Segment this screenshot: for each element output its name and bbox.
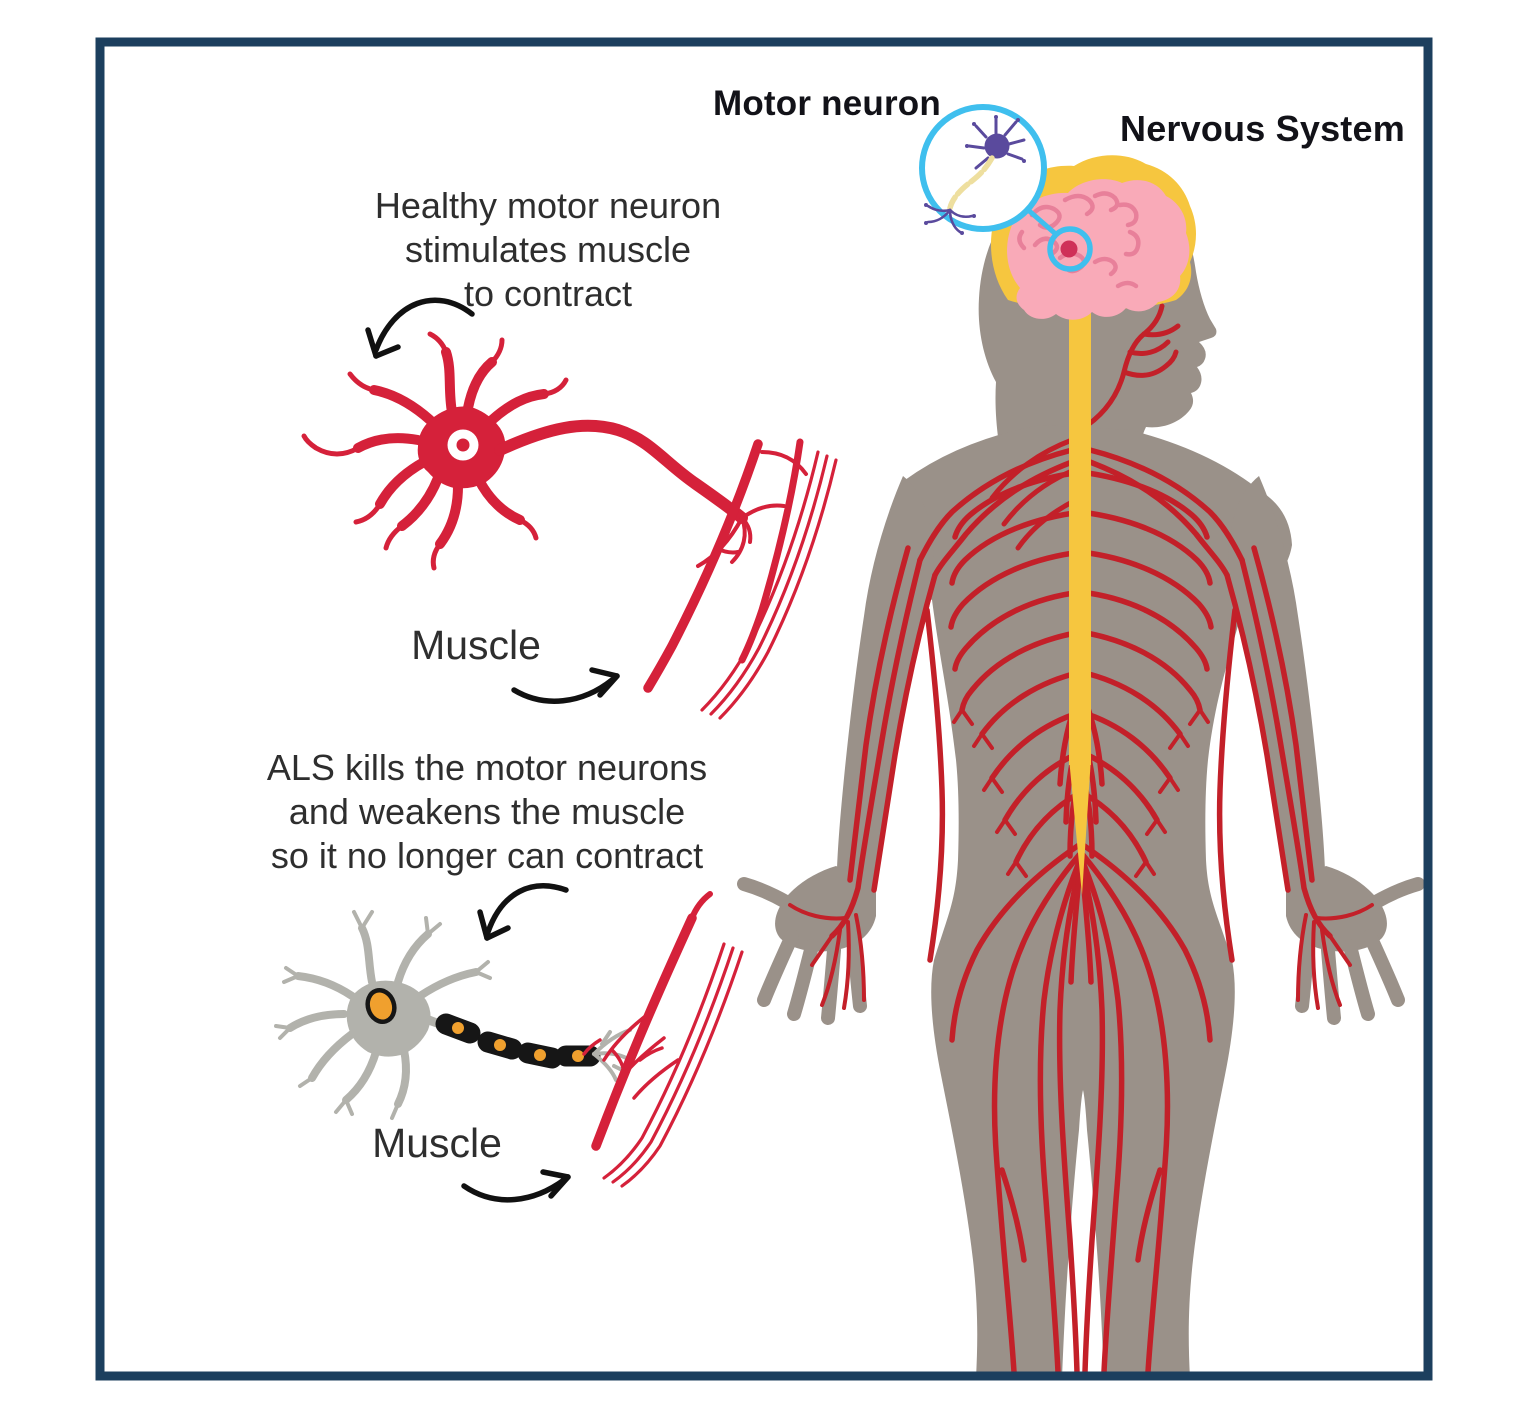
- spinal-cord: [1069, 292, 1091, 895]
- brain-target-circle: [1047, 226, 1093, 272]
- als-caption: ALS kills the motor neurons and weakens …: [267, 746, 707, 878]
- arrow-muscle-healthy: [511, 667, 620, 704]
- motor-neuron-magnifier: [919, 104, 1093, 272]
- brain-shape: [1007, 179, 1190, 320]
- muscle-label-healthy: Muscle: [411, 622, 541, 668]
- motor-neuron-icon: [924, 115, 1026, 235]
- als-neuron-illustration: [274, 891, 744, 1188]
- als-caption-line3: so it no longer can contract: [270, 835, 704, 876]
- brain-lesion-dot: [1060, 240, 1078, 258]
- healthy-caption: Healthy motor neuron stimulates muscle t…: [375, 184, 721, 316]
- healthy-muscle-fibers: [643, 438, 838, 720]
- muscle-label-als: Muscle: [372, 1120, 502, 1166]
- annotation-arrows: [365, 297, 620, 1203]
- axon: [494, 419, 748, 524]
- motor-neuron-title: Motor neuron: [713, 84, 941, 123]
- arrow-healthy-caption-to-neuron: [365, 297, 475, 359]
- als-caption-line2: and weakens the muscle: [288, 791, 686, 832]
- body-illustration: [744, 155, 1418, 1378]
- healthy-caption-line1: Healthy motor neuron: [374, 185, 722, 226]
- arrow-muscle-als: [461, 1169, 571, 1203]
- myelin-segments: [435, 1013, 601, 1069]
- healthy-caption-line2: stimulates muscle: [404, 229, 692, 270]
- arrow-als-caption-to-neuron: [477, 883, 569, 941]
- als-caption-line1: ALS kills the motor neurons: [266, 747, 708, 788]
- als-muscle-fibers: [582, 891, 744, 1188]
- frame-border: [95, 37, 1433, 1381]
- healthy-neuron-illustration: [301, 331, 838, 720]
- nucleus-orange: [365, 988, 397, 1024]
- healthy-caption-line3: to contract: [463, 273, 633, 314]
- nervous-system-title: Nervous System: [1120, 108, 1405, 149]
